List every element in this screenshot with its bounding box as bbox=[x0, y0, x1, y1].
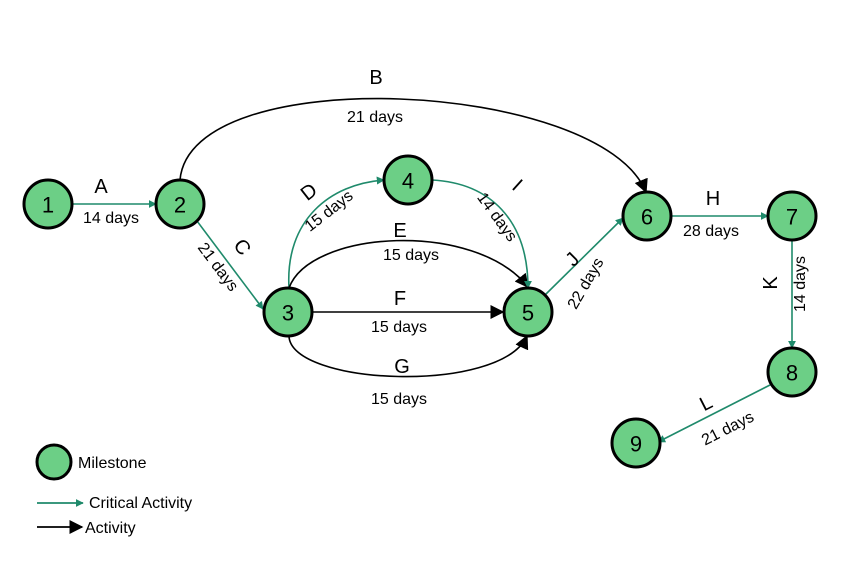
activity-c-arrow bbox=[196, 220, 264, 310]
milestone-6: 6 bbox=[621, 190, 673, 242]
activity-i-duration: 14 days bbox=[473, 190, 520, 245]
milestone-2-label: 2 bbox=[174, 193, 186, 218]
milestone-8: 8 bbox=[766, 346, 818, 398]
milestone-3-label: 3 bbox=[282, 301, 294, 326]
milestone-1-label: 1 bbox=[42, 193, 54, 218]
activity-e-letter: E bbox=[393, 220, 406, 242]
activity-b-letter: B bbox=[369, 67, 382, 89]
milestone-6-circle bbox=[621, 190, 673, 242]
activity-k-duration: 14 days bbox=[792, 256, 809, 312]
legend-activity-label: Activity bbox=[85, 520, 136, 537]
milestone-3-circle bbox=[262, 286, 314, 338]
activity-l-letter: L bbox=[696, 391, 716, 416]
milestone-9-label: 9 bbox=[630, 432, 642, 457]
milestone-4: 4 bbox=[382, 154, 434, 206]
legend-milestone-swatch bbox=[35, 443, 73, 481]
milestone-9: 9 bbox=[610, 417, 662, 469]
activity-l-arrow bbox=[657, 384, 771, 443]
activity-b-duration: 21 days bbox=[347, 109, 403, 126]
activity-f-letter: F bbox=[394, 288, 406, 310]
milestone-7-circle bbox=[766, 190, 818, 242]
milestone-4-circle bbox=[382, 154, 434, 206]
activity-e-arrow bbox=[288, 239, 529, 289]
activity-g-arrow bbox=[288, 334, 529, 378]
legend: Milestone Critical Activity Activity bbox=[35, 443, 192, 537]
milestone-nodes: 1 2 3 4 5 6 7 8 9 bbox=[22, 154, 818, 469]
activity-c-letter: C bbox=[229, 235, 255, 260]
activity-edges bbox=[72, 97, 796, 443]
milestone-8-circle bbox=[766, 346, 818, 398]
milestone-2: 2 bbox=[154, 178, 206, 230]
activity-d-letter: D bbox=[297, 179, 322, 205]
activity-i-letter: I bbox=[508, 176, 527, 196]
activity-f-duration: 15 days bbox=[371, 319, 427, 336]
milestone-7: 7 bbox=[766, 190, 818, 242]
milestone-7-label: 7 bbox=[786, 205, 798, 230]
milestone-5-circle bbox=[502, 286, 554, 338]
milestone-1: 1 bbox=[22, 178, 74, 230]
activity-i-arrow bbox=[431, 179, 532, 289]
activity-b-arrow bbox=[179, 97, 648, 194]
milestone-8-label: 8 bbox=[786, 361, 798, 386]
activity-d-arrow bbox=[288, 176, 385, 289]
milestone-2-circle bbox=[154, 178, 206, 230]
legend-critical-label: Critical Activity bbox=[89, 495, 192, 512]
milestone-4-label: 4 bbox=[402, 169, 414, 194]
milestone-3: 3 bbox=[262, 286, 314, 338]
activity-a-letter: A bbox=[94, 176, 108, 198]
activity-h-duration: 28 days bbox=[683, 223, 739, 240]
activity-g-duration: 15 days bbox=[371, 391, 427, 408]
milestone-5-label: 5 bbox=[522, 301, 534, 326]
activity-e-duration: 15 days bbox=[383, 247, 439, 264]
activity-a-duration: 14 days bbox=[83, 210, 139, 227]
activity-g-letter: G bbox=[394, 356, 410, 378]
milestone-5: 5 bbox=[502, 286, 554, 338]
activity-j-arrow bbox=[544, 217, 624, 296]
legend-milestone-label: Milestone bbox=[78, 455, 147, 472]
activity-k-letter: K bbox=[760, 276, 782, 290]
activity-h-letter: H bbox=[706, 188, 720, 210]
milestone-9-circle bbox=[610, 417, 662, 469]
milestone-6-label: 6 bbox=[641, 205, 653, 230]
milestone-1-circle bbox=[22, 178, 74, 230]
